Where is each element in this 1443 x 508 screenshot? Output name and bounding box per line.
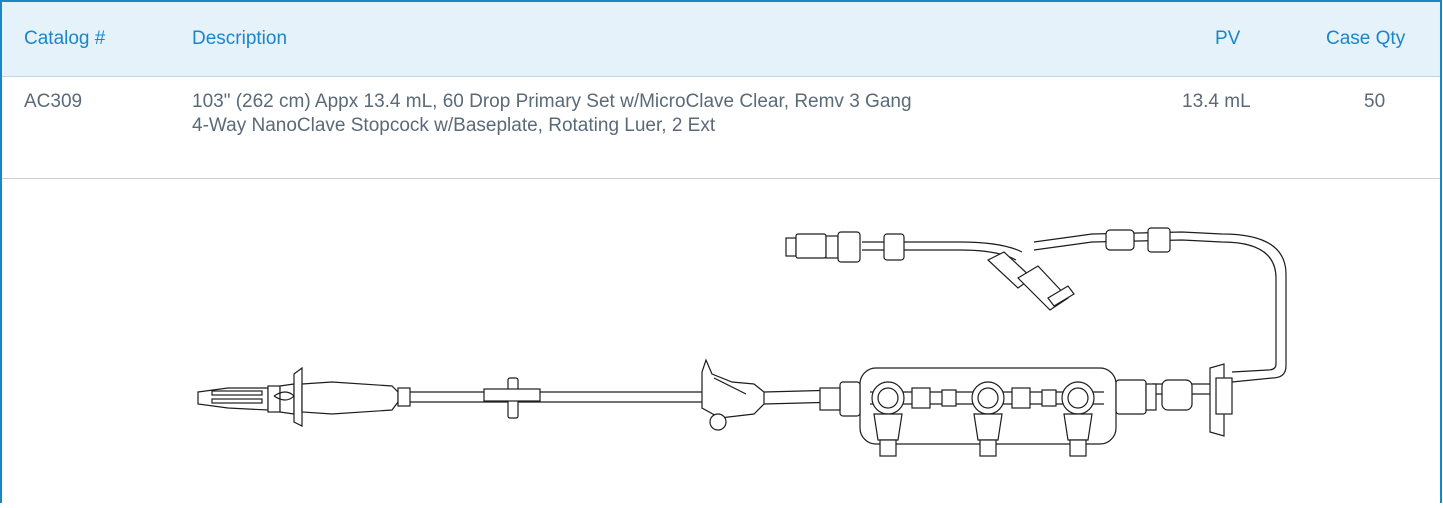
spike-drip-chamber — [197, 366, 411, 427]
case-qty-value: 50 — [1364, 91, 1386, 112]
description-line-1: 103" (262 cm) Appx 13.4 mL, 60 Drop Prim… — [192, 91, 912, 112]
upper-extension — [785, 227, 1287, 383]
header-pv: PV — [1215, 28, 1241, 49]
slide-clamp — [483, 377, 541, 419]
product-diagram — [2, 178, 1440, 503]
pv-value: 13.4 mL — [1182, 91, 1251, 112]
header-case-qty: Case Qty — [1326, 28, 1406, 49]
iv-set-illustration — [197, 227, 1287, 457]
catalog-number: AC309 — [24, 91, 83, 112]
table-header-row: Catalog # Description PV Case Qty — [2, 2, 1440, 77]
description-line-2: 4-Way NanoClave Stopcock w/Baseplate, Ro… — [192, 115, 716, 136]
header-description: Description — [192, 28, 288, 49]
header-catalog: Catalog # — [24, 28, 106, 49]
rotating-luer — [1161, 363, 1233, 437]
stopcock-manifold — [819, 367, 1157, 457]
roller-clamp — [701, 358, 765, 431]
table-row: AC309 103" (262 cm) Appx 13.4 mL, 60 Dro… — [2, 76, 1440, 179]
